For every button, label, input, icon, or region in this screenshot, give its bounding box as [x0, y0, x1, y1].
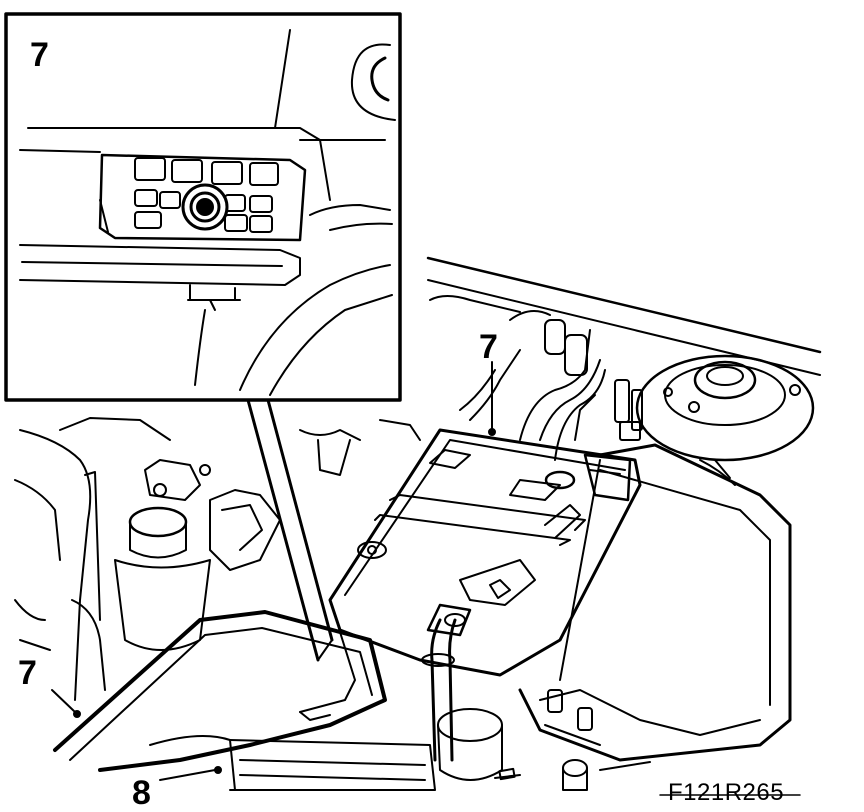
figure-code: F121R265 [668, 779, 785, 806]
brake-reservoir [114, 459, 211, 651]
leader-lines [246, 398, 334, 662]
left-wiring [14, 417, 421, 701]
battery-cables [459, 310, 643, 461]
inset-callout-label: 7 [30, 36, 49, 74]
reservoir [437, 708, 651, 791]
fuse-box [518, 443, 792, 762]
left-callout-label: 7 [18, 654, 37, 692]
strut-tower [635, 354, 815, 462]
battery-callout-label: 7 [479, 328, 498, 366]
battery [328, 428, 642, 677]
bottom-callout-label: 8 [132, 774, 151, 812]
inset-detail [4, 12, 402, 402]
callout-pointers [51, 361, 801, 796]
ground-cable [421, 603, 472, 762]
air-cleaner-housing [53, 610, 436, 791]
